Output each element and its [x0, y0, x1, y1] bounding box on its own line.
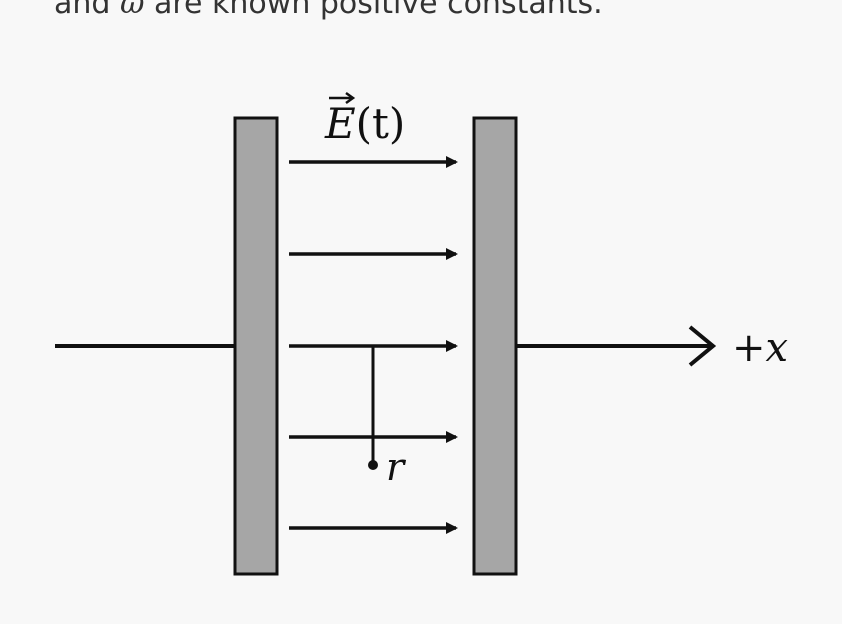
- description-suffix: are known positive constants.: [144, 0, 603, 21]
- field-label-letter: E: [324, 99, 356, 148]
- left-plate: [233, 116, 279, 576]
- vector-arrow-icon: [345, 91, 356, 105]
- description-prefix: and: [54, 0, 120, 21]
- radius-label: r: [386, 445, 407, 489]
- right-plate: [472, 116, 518, 576]
- field-label-arg: (t): [356, 99, 406, 148]
- description-text: and ω are known positive constants.: [54, 0, 603, 22]
- omega-symbol: ω: [119, 0, 145, 21]
- axis-label: +x: [732, 325, 788, 371]
- x-axis-arrow-icon: [688, 325, 717, 367]
- field-label: E(t): [324, 99, 405, 148]
- radius-point: [368, 460, 378, 470]
